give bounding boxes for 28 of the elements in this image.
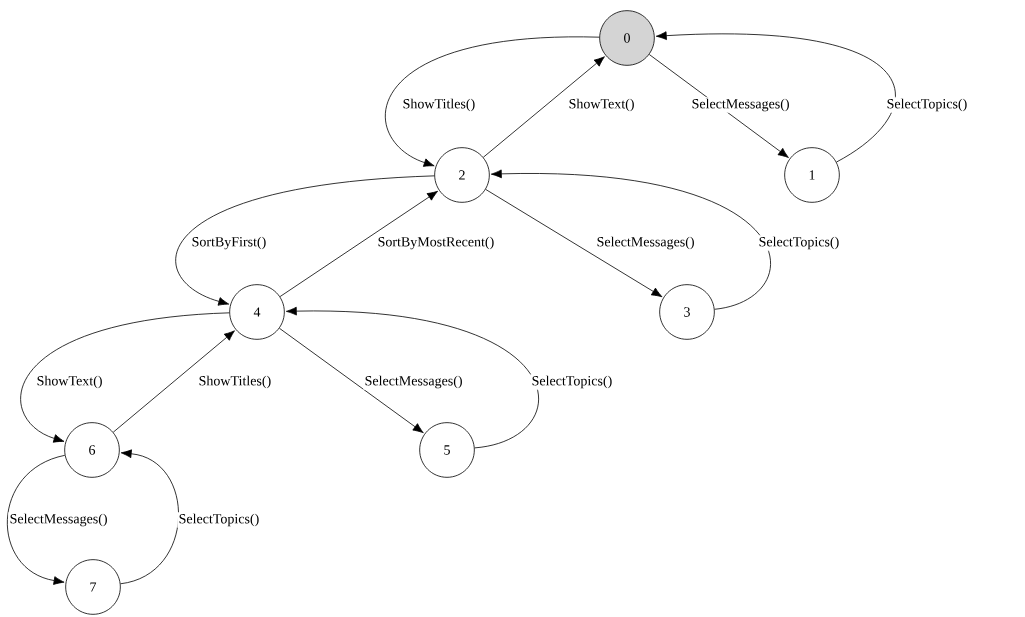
edge-label: SelectTopics() (530, 374, 614, 390)
edge-label: SortByFirst() (190, 235, 268, 251)
edge-label: SelectMessages() (595, 235, 696, 251)
edge-label: SelectMessages() (363, 374, 464, 390)
edge-label: SelectTopics() (885, 97, 969, 113)
edge-label: ShowText() (35, 374, 104, 390)
arrow (655, 31, 896, 163)
edge-label: ShowTitles() (401, 97, 477, 113)
arrow (490, 169, 771, 310)
edge-label: ShowText() (567, 97, 636, 113)
edge-label: SelectMessages() (8, 512, 109, 528)
arrow (20, 312, 230, 443)
arrow (482, 56, 605, 158)
arrow (285, 306, 539, 449)
edge-label: ShowTitles() (197, 374, 273, 390)
arrow (120, 449, 179, 585)
edge-label: SelectTopics() (757, 235, 841, 251)
edge-label: SelectTopics() (177, 512, 261, 528)
arrow (485, 189, 663, 298)
arrow (112, 330, 235, 433)
edge-label: SortByMostRecent() (376, 235, 496, 251)
edge-label: SelectMessages() (690, 97, 791, 113)
arrow (175, 175, 435, 306)
arrow (648, 54, 789, 158)
arrow (384, 36, 600, 167)
arrow (6, 454, 66, 585)
arrow (279, 190, 438, 297)
arrow (279, 327, 424, 434)
